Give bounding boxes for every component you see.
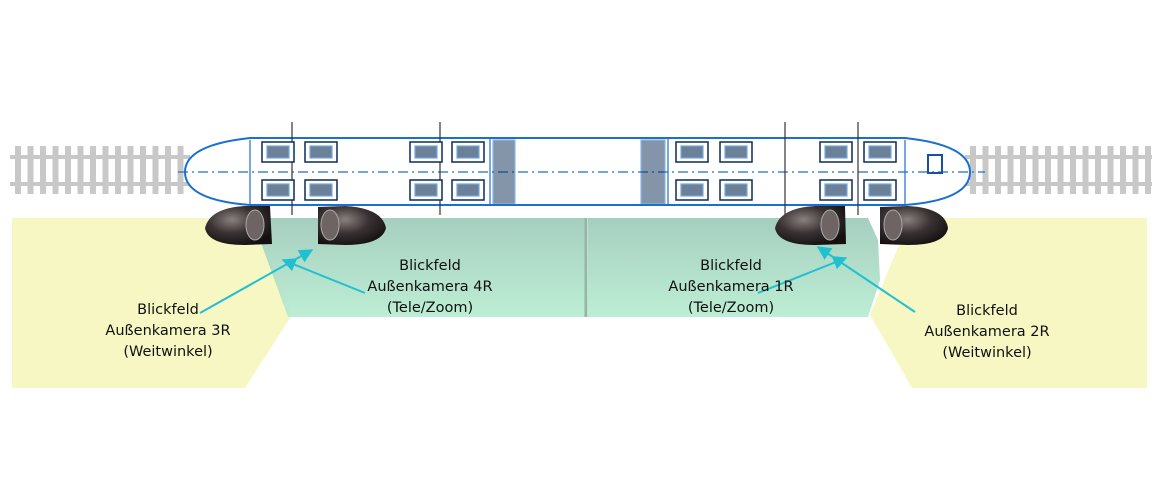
track-sleeper (52, 146, 59, 194)
label-line: (Weitwinkel) (123, 344, 213, 360)
label-line: (Weitwinkel) (942, 345, 1032, 361)
track-sleeper (1082, 146, 1089, 194)
wide-field-3r (12, 218, 292, 388)
track-sleeper (127, 146, 134, 194)
track-sleeper (1057, 146, 1064, 194)
seat (824, 183, 848, 197)
track-rail (10, 182, 190, 186)
seat (309, 145, 333, 159)
seat (680, 183, 704, 197)
seat (868, 183, 892, 197)
track-sleeper (995, 146, 1001, 194)
seat (824, 145, 848, 159)
track-sleeper (115, 146, 121, 194)
label-camera-2r: Blickfeld Außenkamera 2R (Weitwinkel) (924, 301, 1049, 364)
track-sleeper (140, 146, 146, 194)
track-sleeper (1032, 146, 1039, 194)
label-line: Außenkamera 3R (105, 323, 231, 339)
track-sleeper (1120, 146, 1126, 194)
seat (414, 145, 438, 159)
track-sleeper (90, 146, 96, 194)
seat (456, 183, 480, 197)
camera-1r (775, 206, 846, 245)
track-sleeper (1095, 146, 1101, 194)
seat (868, 145, 892, 159)
label-line: Außenkamera 1R (668, 279, 794, 295)
arrow-4r (281, 258, 366, 294)
track-sleeper (77, 146, 84, 194)
track-sleeper (27, 146, 34, 194)
camera-3r (205, 206, 272, 245)
label-line: (Tele/Zoom) (386, 300, 474, 316)
track-sleeper (1145, 146, 1151, 194)
label-line: Blickfeld (137, 302, 199, 318)
track-rail (10, 155, 190, 159)
track-sleeper (970, 146, 976, 194)
label-line: (Tele/Zoom) (687, 300, 775, 316)
track-sleeper (982, 146, 989, 194)
seat (266, 145, 290, 159)
camera-2r (880, 206, 948, 245)
railway-track (10, 146, 1152, 194)
track-sleeper (1020, 146, 1026, 194)
label-line: Außenkamera 2R (924, 324, 1050, 340)
track-sleeper (1070, 146, 1076, 194)
track-sleeper (65, 146, 71, 194)
label-camera-4r: Blickfeld Außenkamera 4R (Tele/Zoom) (367, 256, 492, 319)
track-rail (965, 182, 1152, 186)
seat (266, 183, 290, 197)
seat (680, 145, 704, 159)
track-sleeper (1045, 146, 1051, 194)
track-sleeper (1107, 146, 1114, 194)
label-line: Blickfeld (700, 258, 762, 274)
label-line: Außenkamera 4R (367, 279, 493, 295)
label-camera-1r: Blickfeld Außenkamera 1R (Tele/Zoom) (668, 256, 793, 319)
train-outline (183, 137, 972, 206)
arrow-1r (757, 256, 848, 294)
seat (309, 183, 333, 197)
track-sleeper (102, 146, 109, 194)
label-line: Blickfeld (956, 303, 1018, 319)
wide-field-2r (870, 218, 1147, 388)
train-floorplan (178, 122, 985, 215)
seat (456, 145, 480, 159)
label-line: Blickfeld (399, 258, 461, 274)
seat (724, 183, 748, 197)
track-sleeper (40, 146, 46, 194)
track-sleeper (1007, 146, 1014, 194)
track-rail (965, 155, 1152, 159)
label-camera-3r: Blickfeld Außenkamera 3R (Weitwinkel) (105, 300, 230, 363)
track-sleeper (177, 146, 184, 194)
track-sleeper (15, 146, 21, 194)
seat (414, 183, 438, 197)
track-sleeper (1132, 146, 1139, 194)
track-sleeper (165, 146, 171, 194)
camera-4r (318, 206, 386, 245)
arrow-2r (816, 246, 916, 313)
seat (724, 145, 748, 159)
track-sleeper (152, 146, 159, 194)
